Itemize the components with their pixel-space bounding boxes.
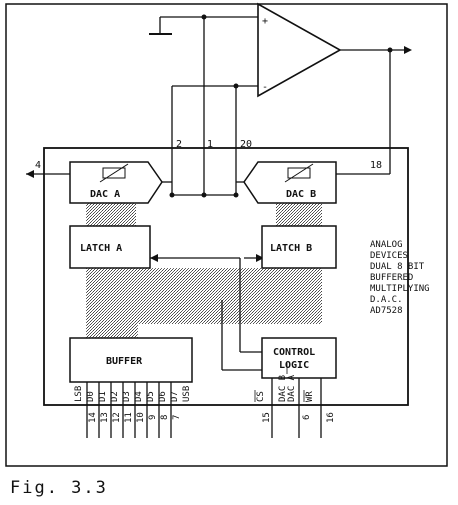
pin-4-label: 4 — [35, 160, 41, 171]
buffer-block: BUFFER — [69, 337, 193, 383]
control-label-group: CS DAC B DAC A WR — [254, 363, 315, 402]
dac-a-select-label: DAC A — [287, 374, 297, 402]
pin-15-label: 15 — [262, 412, 272, 423]
pin-10-label: 10 — [136, 412, 146, 423]
description-line-5: MULTIPLYING — [370, 284, 430, 294]
pin-7-label: 7 — [172, 415, 182, 420]
opamp-plus-label: + — [262, 16, 268, 27]
bus-label-d2: D2 — [110, 391, 120, 402]
pin-8-label: 8 — [160, 415, 170, 420]
chip-description: ANALOG DEVICES DUAL 8 BIT BUFFERED MULTI… — [370, 240, 430, 316]
junction-dots — [169, 14, 393, 198]
description-line-6: D.A.C. — [370, 295, 403, 305]
bus-label-d6: D6 — [158, 391, 168, 402]
signal-arrows — [26, 46, 412, 262]
bus-label-d0: D0 — [86, 391, 96, 402]
description-line-4: BUFFERED — [370, 273, 413, 283]
bus-label-d7: D7 — [170, 391, 180, 402]
bottom-pin-group: 14 13 12 11 10 9 8 7 15 6 16 — [88, 412, 336, 423]
dac-b-label: DAC B — [286, 189, 316, 200]
dac-a-label: DAC A — [90, 189, 120, 200]
latch-a-label: LATCH A — [80, 243, 122, 254]
figure-frame — [5, 3, 448, 467]
latch-a-block: LATCH A — [69, 225, 151, 269]
dac-b-block: DAC B — [243, 161, 337, 204]
chip-package — [43, 147, 409, 406]
description-line-1: ANALOG — [370, 240, 403, 250]
arrow-in-icon — [26, 170, 34, 178]
op-amp: + - — [257, 2, 342, 98]
pin-16-label: 16 — [326, 412, 336, 423]
pin-12-label: 12 — [112, 412, 122, 423]
pin-1-label: 1 — [207, 139, 213, 150]
bus-label-lsb: LSB — [74, 386, 84, 402]
pin-20-label: 20 — [240, 139, 252, 150]
pin-18-label: 18 — [370, 160, 382, 171]
bus-label-d5: D5 — [146, 391, 156, 402]
control-logic-block: CONTROL LOGIC — [261, 337, 337, 379]
bus-label-d3: D3 — [122, 391, 132, 402]
buffer-label: BUFFER — [106, 356, 143, 367]
description-line-2: DEVICES — [370, 251, 408, 261]
cs-label: CS — [256, 391, 266, 402]
pin-11-label: 11 — [124, 412, 134, 423]
internal-data-bus — [86, 196, 322, 338]
latch-b-block: LATCH B — [261, 225, 337, 269]
dac-b-select-label: DAC B — [278, 375, 288, 402]
bus-label-group: LSB D0 D1 D2 D3 D4 D5 D6 D7 USB — [74, 386, 192, 402]
arrow-right-icon — [256, 254, 264, 262]
bus-label-usb: USB — [182, 386, 192, 402]
latch-b-label: LATCH B — [270, 243, 312, 254]
pin-2-label: 2 — [176, 139, 182, 150]
arrow-out-icon — [404, 46, 412, 54]
description-line-7: AD7528 — [370, 306, 403, 316]
pin-9-label: 9 — [148, 415, 158, 420]
bus-label-d4: D4 — [134, 391, 144, 402]
wr-label: WR — [305, 391, 315, 402]
wiring — [26, 16, 410, 438]
control-label-line2: LOGIC — [279, 360, 309, 371]
bus-label-d1: D1 — [98, 391, 108, 402]
figure-caption: Fig. 3.3 — [10, 478, 108, 498]
arrow-left-icon — [150, 254, 158, 262]
dac-a-block: DAC A — [69, 161, 163, 204]
pin-13-label: 13 — [100, 412, 110, 423]
pin-6-label: 6 — [302, 415, 312, 420]
opamp-minus-label: - — [262, 82, 268, 93]
control-label-line1: CONTROL — [273, 347, 315, 358]
description-line-3: DUAL 8 BIT — [370, 262, 425, 272]
pin-14-label: 14 — [88, 412, 98, 423]
op-amp-triangle — [257, 2, 342, 98]
